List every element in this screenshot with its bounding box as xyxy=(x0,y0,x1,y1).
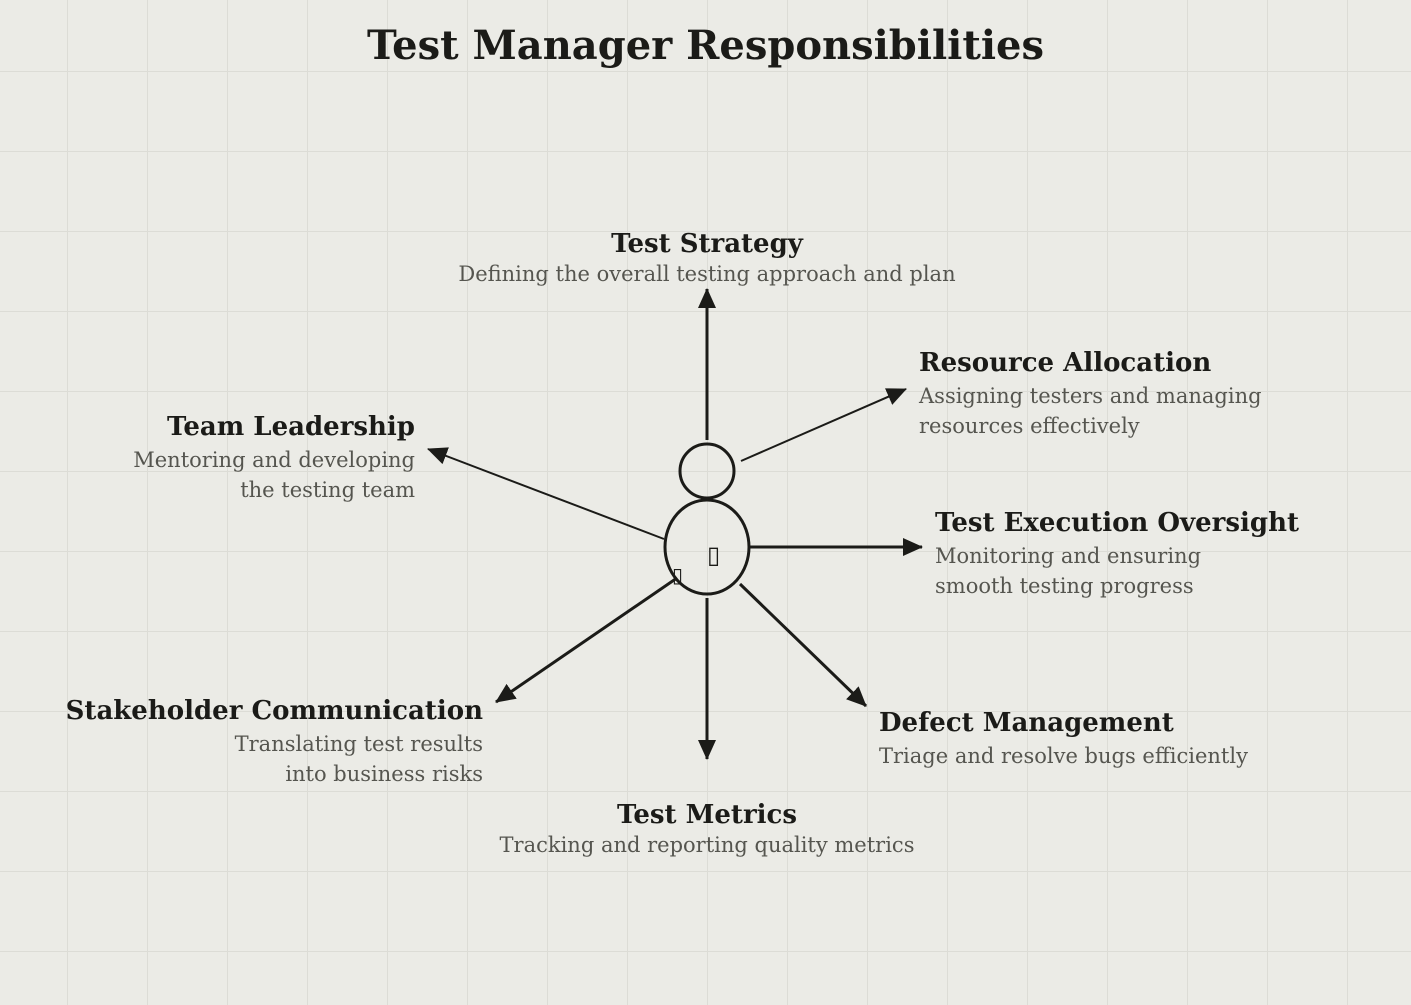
missing-glyph-icon: ▯ xyxy=(672,563,684,587)
node-test-strategy: Test Strategy Defining the overall testi… xyxy=(407,229,1007,289)
arrow-to-resource-allocation xyxy=(740,388,907,462)
arrow-to-team-leadership xyxy=(427,447,665,540)
node-test-metrics: Test Metrics Tracking and reporting qual… xyxy=(407,800,1007,860)
node-description: the testing team xyxy=(240,478,415,502)
node-label: Test Execution Oversight xyxy=(935,508,1299,538)
node-description: Defining the overall testing approach an… xyxy=(458,262,956,286)
arrow-to-defect-management xyxy=(738,582,868,708)
page-title: Test Manager Responsibilities xyxy=(366,22,1044,69)
missing-glyph-icon: ▯ xyxy=(707,541,721,569)
node-label: Defect Management xyxy=(879,708,1174,738)
node-defect-management: Defect Management Triage and resolve bug… xyxy=(879,708,1339,771)
node-description: into business risks xyxy=(285,762,483,786)
node-stakeholder-communication: Stakeholder Communication Translating te… xyxy=(23,696,483,789)
node-description: Mentoring and developing xyxy=(133,448,415,472)
node-description: Translating test results xyxy=(234,732,483,756)
person-head xyxy=(678,442,736,500)
node-description: resources effectively xyxy=(919,414,1140,438)
node-label: Team Leadership xyxy=(166,412,415,442)
node-team-leadership: Team Leadership Mentoring and developing… xyxy=(15,412,415,505)
person-body xyxy=(663,498,751,596)
person-icon xyxy=(663,442,751,596)
node-description: Assigning testers and managing xyxy=(919,384,1262,408)
node-description: Triage and resolve bugs efficiently xyxy=(879,744,1248,768)
connector-arrows xyxy=(427,288,923,760)
node-resource-allocation: Resource Allocation Assigning testers an… xyxy=(919,348,1339,441)
node-description: Tracking and reporting quality metrics xyxy=(499,833,915,857)
node-label: Stakeholder Communication xyxy=(65,696,483,726)
node-label: Test Metrics xyxy=(617,800,797,830)
node-label: Resource Allocation xyxy=(919,348,1212,378)
node-test-execution-oversight: Test Execution Oversight Monitoring and … xyxy=(935,508,1375,601)
arrow-to-stakeholder-communication xyxy=(495,576,678,704)
node-description: Monitoring and ensuring xyxy=(935,544,1202,568)
node-label: Test Strategy xyxy=(611,229,803,259)
node-description: smooth testing progress xyxy=(935,574,1194,598)
